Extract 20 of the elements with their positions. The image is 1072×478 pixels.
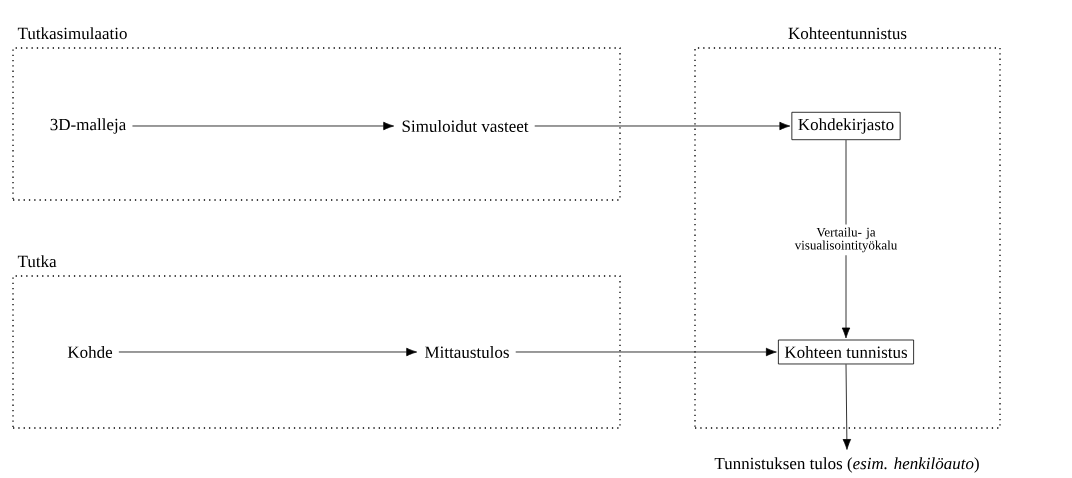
node-text: Tunnistuksen tulos (esim. henkilöauto)	[714, 457, 979, 473]
group-heading: Tutka	[17, 255, 57, 268]
arrow	[842, 363, 852, 450]
group-frame	[694, 27, 1001, 429]
node-text: Mittaustulos	[425, 346, 509, 358]
process-box: Kohdekirjasto	[791, 111, 901, 141]
arrow	[515, 347, 777, 357]
arrow	[118, 347, 418, 357]
node-text: Kohde	[67, 346, 113, 358]
group-frame	[12, 27, 621, 201]
arrow	[534, 121, 791, 131]
group-frame	[12, 255, 621, 429]
arrow	[841, 139, 851, 339]
arrow	[132, 121, 395, 131]
node-text: 3D-malleja	[50, 118, 126, 134]
process-box: Kohteen tunnistus	[778, 339, 914, 365]
edge-label: Vertailu- ja visualisointityökalu	[794, 227, 898, 253]
group-heading: Kohteentunnistus	[788, 27, 907, 40]
group-heading: Tutkasimulaatio	[17, 27, 127, 40]
node-text: Simuloidut vasteet	[402, 120, 529, 132]
